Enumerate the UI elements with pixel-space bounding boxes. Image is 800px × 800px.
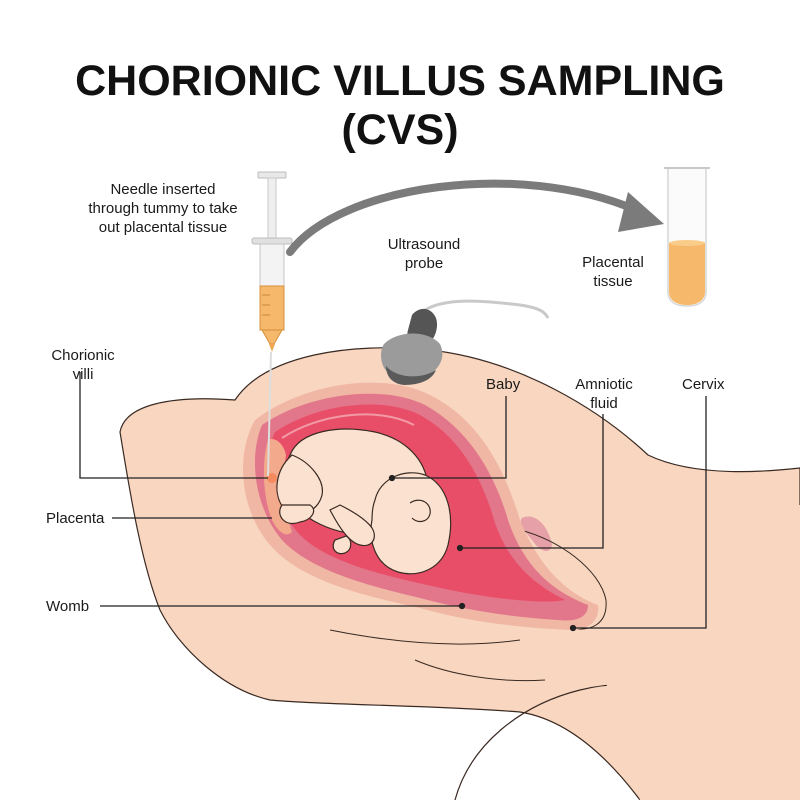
probe-cable [424,299,550,319]
transfer-arrow [286,179,664,256]
label-needle-line-3: out placental tissue [98,219,228,236]
leader-dot-womb [458,602,466,610]
title-line-1: CHORIONIC VILLUS SAMPLING [75,57,725,105]
label-cervix: Cervix [682,376,725,393]
syringe-fluid [259,285,285,331]
arrow-curve [286,179,640,256]
label-ultrasound-line-1: Ultrasound [387,236,461,253]
label-chorionic-villi-line-2: villi [72,366,94,383]
label-amniotic-fluid-line-1: Amniotic [575,376,633,393]
label-needle-line-1: Needle inserted [110,181,216,198]
tube-fluid [669,243,705,305]
skin-fold-1 [329,629,521,645]
label-placental-tissue-line-2: tissue [593,273,633,290]
baby-foot [279,504,315,525]
tube-fluid-surface [669,240,705,246]
leader-amniotic-fluid [460,414,604,549]
skin-fold-2 [414,659,546,682]
syringe-flange [251,237,293,245]
leader-dot-baby [388,474,396,482]
syringe-plunger-rod [267,177,277,239]
chorionic-villi-dot [267,473,277,483]
leg-fill [560,505,800,800]
leader-dot-amniotic [456,544,464,552]
baby-head [370,472,452,575]
probe-tip [386,366,436,385]
needle-line [267,351,272,477]
ultrasound-probe [381,299,550,385]
amniotic-rim [281,413,415,439]
baby [276,428,452,575]
label-amniotic-fluid: Amniotic fluid [566,375,642,413]
label-placental-tissue-line-1: Placental [582,254,644,271]
leader-lines [79,372,707,632]
test-tube [664,167,710,307]
syringe [251,171,293,477]
label-placenta: Placenta [46,510,105,527]
syringe-barrel [259,243,285,287]
baby-ear [409,499,431,523]
leader-dot-cervix [569,624,577,632]
baby-hand [332,535,352,555]
arrow-head [618,192,664,232]
label-chorionic-villi: Chorionic villi [40,346,126,384]
syringe-plunger-top [257,171,287,179]
leader-chorionic-villi [79,372,268,479]
skin-mark [520,516,552,552]
label-needle: Needle inserted through tummy to take ou… [78,180,248,237]
probe-head [381,333,443,379]
syringe-tip [261,329,283,345]
title-line-2: (CVS) [341,106,459,154]
label-womb: Womb [46,598,90,615]
label-chorionic-villi-line-1: Chorionic [51,347,115,364]
label-ultrasound-probe: Ultrasound probe [372,235,476,273]
baby-arm [329,504,375,547]
label-amniotic-fluid-line-2: fluid [590,395,618,412]
leader-baby [392,396,507,479]
label-placental-tissue: Placental tissue [570,253,656,291]
label-baby: Baby [486,376,521,393]
label-needle-line-2: through tummy to take [88,200,238,217]
label-ultrasound-line-2: probe [404,255,444,272]
leader-cervix [573,396,707,629]
syringe-needle-tip [269,344,275,352]
